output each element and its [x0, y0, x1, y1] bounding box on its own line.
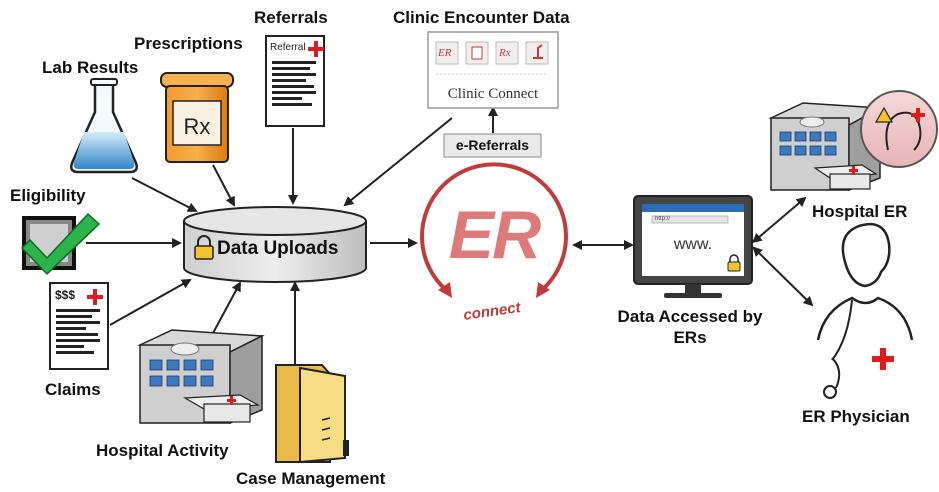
- er-logo-text: ER: [448, 197, 541, 273]
- clinic-icon-rx: Rx: [499, 47, 511, 59]
- arrow-monitor-hospital-er: [751, 196, 807, 244]
- label-referrals: Referrals: [254, 8, 328, 27]
- label-clinic-encounter-data: Clinic Encounter Data: [393, 8, 570, 27]
- rx-bottle-label: Rx: [183, 114, 211, 139]
- arrow-hospital-activity: [211, 281, 241, 336]
- stethoscope-icon: [831, 299, 853, 361]
- lock-icon: [194, 235, 214, 260]
- rx-app-icon: [495, 41, 519, 65]
- er-connect-logo: [420, 162, 568, 298]
- e-referrals-tag: [443, 133, 542, 158]
- check-mark-icon: [20, 212, 101, 276]
- folder-icon: [275, 364, 349, 464]
- label-claims: Claims: [45, 380, 101, 399]
- monitor-www: www.: [673, 236, 713, 253]
- flask-icon: [70, 78, 138, 174]
- arrow-prescriptions: [212, 164, 235, 207]
- er-logo-ring: [420, 162, 568, 292]
- arrow-lab-results: [131, 177, 198, 212]
- label-eligibility: Eligibility: [10, 186, 86, 205]
- referral-doc-title: Referral: [270, 42, 306, 53]
- claims-doc-title: $$$: [55, 288, 76, 302]
- label-hospital-activity: Hospital Activity: [96, 441, 229, 460]
- referral-document-icon: [265, 35, 325, 127]
- clinic-connect-panel: [427, 31, 559, 109]
- address-bar: [651, 215, 729, 224]
- upload-arrows: [86, 106, 814, 365]
- red-cross-icon: [872, 348, 894, 370]
- warning-icon: [874, 106, 894, 123]
- clinic-icon-er: ER: [438, 47, 452, 59]
- hospital-building-icon: [137, 329, 265, 425]
- e-referrals-label: e-Referrals: [455, 137, 530, 153]
- clinic-connect-label: Clinic Connect: [447, 86, 539, 102]
- alert-bubble: [860, 90, 938, 168]
- label-lab-results: Lab Results: [42, 58, 139, 77]
- red-cross-icon: [87, 289, 103, 305]
- label-er-physician: ER Physician: [802, 407, 910, 426]
- label-prescriptions: Prescriptions: [134, 34, 243, 53]
- data-uploads-database: [183, 206, 367, 283]
- monitor-url: http://: [655, 216, 671, 222]
- label-hospital-er: Hospital ER: [812, 202, 908, 221]
- pill-bottle-icon: [160, 72, 234, 163]
- arrow-claims: [109, 279, 192, 326]
- lock-icon: [727, 254, 741, 272]
- red-cross-icon: [911, 108, 925, 122]
- er-app-icon: [435, 41, 459, 65]
- label-case-management: Case Management: [236, 469, 386, 488]
- arrow-monitor-physician: [752, 246, 814, 307]
- eligibility-check-icon: [20, 212, 101, 276]
- arrow-clinic-encounter: [343, 117, 453, 207]
- red-cross-icon: [308, 41, 324, 57]
- claims-document-icon: [49, 282, 109, 370]
- label-data-accessed: Data Accessed by ERs: [617, 307, 763, 347]
- data-uploads-label: Data Uploads: [217, 238, 339, 259]
- hospital-er-building-icon: [768, 90, 938, 192]
- physician-icon: [816, 222, 914, 399]
- monitor-icon: [633, 195, 753, 298]
